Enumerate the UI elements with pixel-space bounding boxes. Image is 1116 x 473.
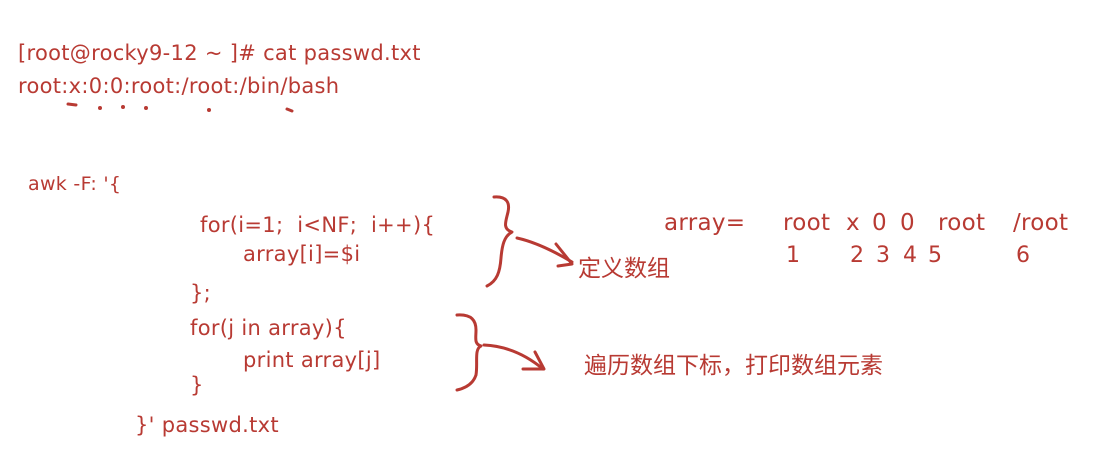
code-line-print: print array[j] xyxy=(243,348,381,372)
code-line-close-brace-2: } xyxy=(190,373,204,397)
code-line-for-j: for(j in array){ xyxy=(190,316,347,340)
terminal-prompt-line: [root@rocky9-12 ~ ]# cat passwd.txt xyxy=(18,41,421,65)
array-value: root xyxy=(783,210,831,236)
separator-mark xyxy=(207,108,211,112)
code-line-close-brace-1: }; xyxy=(190,281,212,305)
array-label: array= xyxy=(664,210,746,236)
traverse-note: 遍历数组下标，打印数组元素 xyxy=(584,353,883,379)
array-index: 1 xyxy=(786,243,801,268)
array-index: 6 xyxy=(1016,243,1031,268)
arrow-head-traverse xyxy=(521,350,546,371)
separator-mark xyxy=(66,102,78,107)
arrow-head-define-array xyxy=(554,242,574,268)
array-index: 2 xyxy=(850,243,865,268)
array-value: root xyxy=(938,210,986,236)
array-index: 5 xyxy=(928,243,943,268)
array-value: 0 xyxy=(872,210,887,236)
code-line-for-i: for(i=1; i<NF; i++){ xyxy=(200,213,436,237)
separator-mark xyxy=(144,106,148,110)
define-array-note: 定义数组 xyxy=(578,256,670,282)
separator-mark xyxy=(98,106,102,110)
brace-define-array xyxy=(485,195,514,288)
array-value: 0 xyxy=(900,210,915,236)
arrow-define-array xyxy=(515,236,574,264)
arrow-traverse xyxy=(482,343,545,371)
array-value: x xyxy=(846,210,860,236)
array-index: 4 xyxy=(903,243,918,268)
code-line-filename: }' passwd.txt xyxy=(135,413,279,437)
code-line-array-assign: array[i]=$i xyxy=(243,242,361,266)
separator-mark xyxy=(121,105,125,109)
terminal-output-line: root:x:0:0:root:/root:/bin/bash xyxy=(18,74,340,98)
brace-traverse xyxy=(455,313,483,392)
array-value: /root xyxy=(1013,210,1069,236)
array-index: 3 xyxy=(876,243,891,268)
separator-mark xyxy=(285,107,294,113)
code-line-awk: awk -F: '{ xyxy=(28,173,122,195)
